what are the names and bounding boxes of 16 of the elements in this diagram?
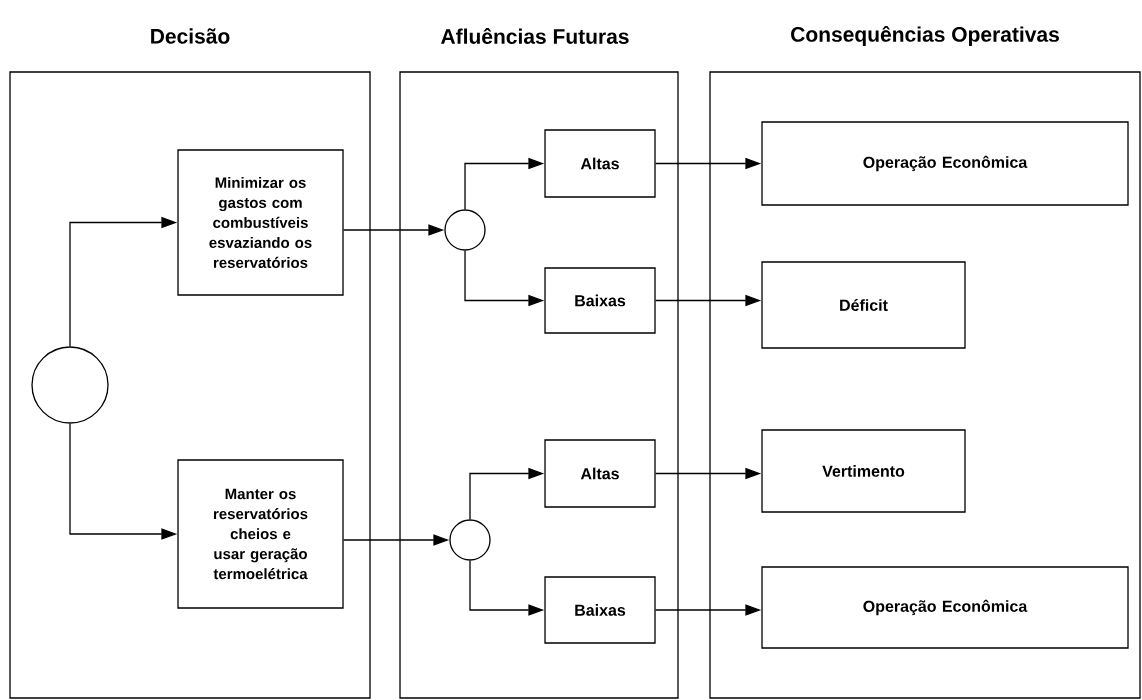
process-box: Operação Econômica: [761, 121, 1129, 206]
process-box: Vertimento: [761, 429, 966, 513]
chance-circle: [449, 519, 491, 561]
process-box: Altas: [544, 439, 656, 508]
process-box: Baixas: [544, 576, 656, 644]
process-box: Operação Econômica: [761, 566, 1129, 649]
column-heading: Consequências Operativas: [791, 25, 1059, 46]
process-box: Déficit: [761, 261, 966, 349]
column-heading: Afluências Futuras: [441, 28, 629, 44]
process-box: Baixas: [544, 267, 656, 334]
chance-circle: [444, 209, 486, 251]
process-box: Manter os reservatórios cheios e usar geração termoelétrica: [177, 459, 344, 609]
column-heading: Decisão: [151, 28, 230, 44]
process-box: Altas: [544, 129, 656, 198]
process-box: Minimizar os gastos com combustíveis esvaziando os reservatórios: [177, 149, 344, 296]
chance-circle: [31, 346, 109, 424]
